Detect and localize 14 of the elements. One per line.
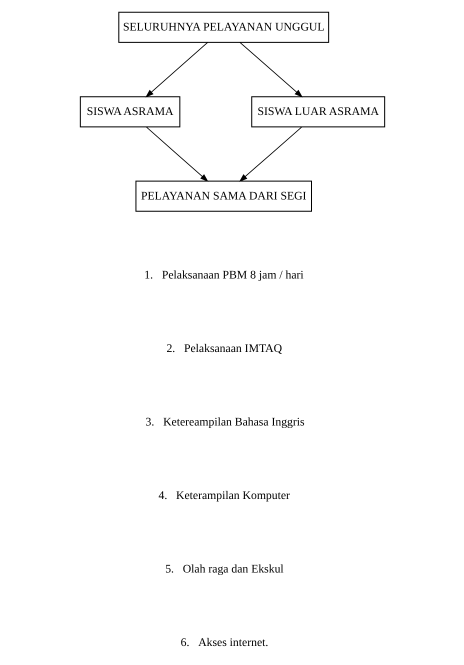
label: 2. Pelaksanaan IMTAQ	[166, 342, 282, 355]
label: 6. Akses internet.	[180, 636, 268, 650]
label: 3. Ketereampilan Bahasa Inggris	[145, 415, 304, 428]
arrow	[145, 126, 208, 182]
arrow	[144, 42, 208, 98]
arrow	[239, 42, 302, 98]
node-box: SELURUHNYA PELAYANAN UNGGUL	[118, 12, 329, 43]
node-box: SISWA ASRAMA	[79, 96, 180, 128]
node-box: PELAYANAN SAMA DARI SEGI	[134, 180, 312, 212]
label: 4. Keterampilan Komputer	[158, 489, 290, 502]
arrow	[238, 126, 302, 182]
node-box: SISWA LUAR ASRAMA	[250, 96, 385, 128]
label: 5. Olah raga dan Ekskul	[164, 562, 284, 576]
label: 1. Pelaksanaan PBM 8 jam / hari	[144, 268, 304, 282]
